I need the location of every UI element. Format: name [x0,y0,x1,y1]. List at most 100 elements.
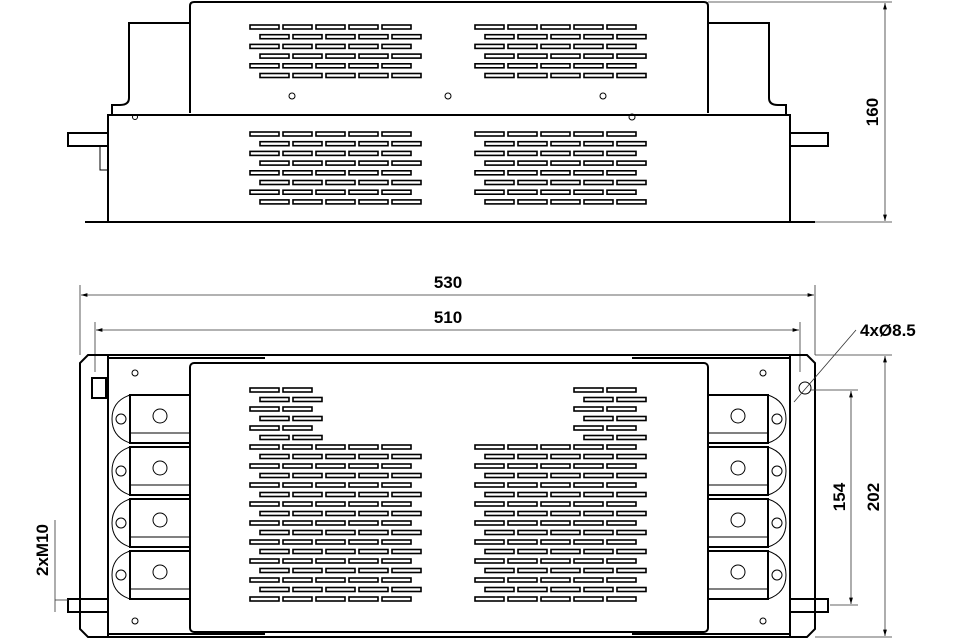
terminal-screw [730,564,746,580]
vent-slot [259,179,290,186]
vent-slot [507,501,538,507]
vent-slot [292,491,323,498]
vent-slot [573,170,604,176]
vent-slot [573,43,604,50]
vent-slot [381,463,412,469]
vent-slot [606,131,637,137]
vent-slot [474,170,505,176]
vent-slot [517,453,548,460]
vent-slot [573,62,604,69]
vent-slot [391,140,422,147]
vent-slot [325,72,356,79]
vent-slot [259,510,290,517]
vent-slot [573,444,604,450]
terminal-screw [152,460,168,476]
vent-slot [249,189,280,195]
vent-slot [391,586,422,593]
vent-slot [348,24,379,30]
vent-slot [507,43,538,50]
vent-slot [358,453,389,460]
vent-slot [517,529,548,536]
vent-slot [292,453,323,460]
vent-slot [507,577,538,583]
vent-slot [606,62,637,69]
vent-slot [315,24,346,30]
vent-slot [616,434,647,441]
vent-slot [325,140,356,147]
terminal-lug [111,498,131,548]
vent-slot [358,472,389,479]
vent-slot [573,520,604,526]
terminal-body [129,394,191,444]
vent-slot [391,472,422,479]
vent-slot [583,491,614,498]
vent-slot [583,415,614,422]
vent-slot [315,444,346,450]
vent-slot [381,577,412,583]
vent-slot [348,62,379,69]
vent-slot [391,199,422,205]
vent-slot [259,491,290,498]
vent-slot [507,24,538,30]
vent-slot [616,586,647,593]
vent-slot [583,434,614,441]
vent-slot [325,160,356,166]
vent-slot [282,131,313,137]
vent-slot [616,140,647,147]
vent-slot [583,199,614,205]
vent-slot [616,453,647,460]
vent-slot [292,396,323,403]
vent-slot [391,567,422,574]
vent-slot [358,199,389,205]
screw-hole [288,92,296,100]
vent-slot [550,472,581,479]
terminal-block [111,498,191,548]
vent-slot [616,567,647,574]
vent-slot [540,482,571,488]
vent-slot [348,558,379,564]
vent-slot [282,150,313,157]
vent-slot [606,539,637,545]
vent-slot [282,387,313,393]
vent-slot [292,567,323,574]
vent-slot [249,406,280,412]
lug-hole [115,465,127,477]
vent-slot [381,170,412,176]
vent-slot [573,24,604,30]
vent-slot [325,53,356,59]
vent-slot [259,567,290,574]
lug-hole [771,517,783,529]
vent-slot [616,529,647,536]
vent-slot [583,179,614,186]
vent-slot [507,520,538,526]
vent-slot [606,43,637,50]
vent-slot [391,53,422,59]
vent-slot [507,539,538,545]
vent-slot [282,43,313,50]
screw-hole [759,617,767,625]
vent-slot [517,140,548,147]
vent-slot [517,548,548,555]
vent-slot [550,586,581,593]
terminal-screw [730,512,746,528]
vent-slot [249,539,280,545]
vent-slot [550,140,581,147]
vent-slot [259,199,290,205]
vent-slot [550,33,581,40]
vent-slot [474,444,505,450]
vent-slot [348,539,379,545]
vent-slot [348,444,379,450]
vent-slot [583,33,614,40]
terminal-block [707,446,787,496]
vent-slot [573,425,604,431]
vent-slot [292,72,323,79]
mounting-holes-label: 4xØ8.5 [860,321,916,340]
left-bolt [67,598,109,613]
vent-slot [391,72,422,79]
vent-slot [259,586,290,593]
vent-slot [474,62,505,69]
vent-slot [381,62,412,69]
vent-slot [282,558,313,564]
vent-slot [606,577,637,583]
vent-slot [507,596,538,602]
